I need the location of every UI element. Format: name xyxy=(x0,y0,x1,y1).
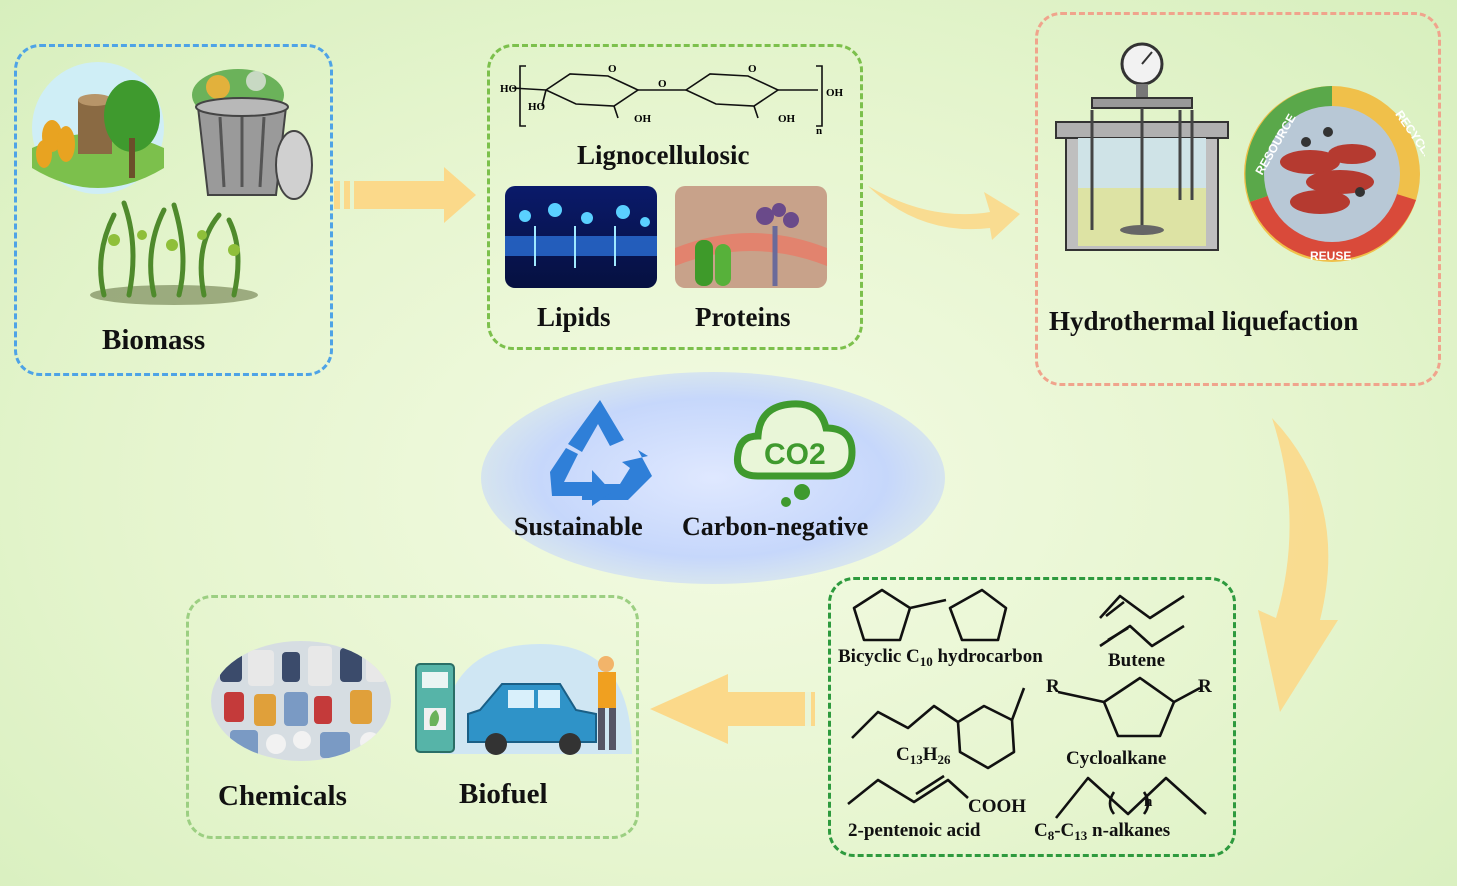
outputs-box xyxy=(186,595,639,839)
r-label-right: R xyxy=(1198,676,1212,697)
o-label-1: O xyxy=(658,78,667,90)
seaweed-illustration xyxy=(90,200,258,305)
cellulose-structure: HO HO OH O O O OH OH n xyxy=(500,63,844,137)
chemicals-label: Chemicals xyxy=(218,780,347,812)
alkanes-post: n-alkanes xyxy=(1087,820,1171,841)
alkanes-sub1: 8 xyxy=(1047,828,1055,843)
biofuel-illustration xyxy=(415,644,632,755)
reactor-illustration xyxy=(1055,42,1229,251)
biomass-box xyxy=(14,44,333,376)
proteins-label: Proteins xyxy=(695,302,791,332)
bicyclic-label: Bicyclic C10 hydrocarbon xyxy=(838,646,1043,670)
product-structures xyxy=(847,588,1207,819)
waste-bin-illustration xyxy=(192,69,313,200)
r-label-left: R xyxy=(1046,676,1060,697)
bicyclic-text-pre: Bicyclic C xyxy=(838,646,920,667)
feedstock-box xyxy=(487,44,863,350)
pentenoic-chain xyxy=(847,778,969,806)
co2-cloud-icon: CO2 xyxy=(733,400,856,507)
alkanes-pre: C xyxy=(1034,820,1048,841)
butene-label: Butene xyxy=(1108,650,1165,671)
oh-label-3: OH xyxy=(826,87,844,99)
oh-label-2: OH xyxy=(778,113,796,125)
recycle-ring-illustration: RESOURCE RECYCLE REUSE xyxy=(1244,86,1425,263)
ho-label-1: HO xyxy=(500,83,518,95)
biofuel-label: Biofuel xyxy=(459,778,548,810)
products-box xyxy=(828,577,1236,857)
arrow-htl-to-products xyxy=(1258,418,1338,712)
c13h26-chain xyxy=(851,704,959,739)
n-sub-label: n xyxy=(1144,794,1153,810)
pentenoic-label: 2-pentenoic acid xyxy=(848,820,981,841)
plants-illustration xyxy=(32,62,164,194)
alkane-chain xyxy=(1054,776,1207,819)
sustainable-label: Sustainable xyxy=(514,512,643,541)
n-label: n xyxy=(816,125,822,137)
ring-reuse-text: REUSE xyxy=(1310,249,1351,263)
cycloalkane-label: Cycloalkane xyxy=(1066,748,1167,769)
oh-label-1: OH xyxy=(634,113,652,125)
bicyclic-sub: 10 xyxy=(919,654,933,669)
co2-text: CO2 xyxy=(764,438,826,471)
c13h26-ring xyxy=(956,704,1016,770)
htl-label: Hydrothermal liquefaction xyxy=(1049,306,1359,336)
carbon-negative-label: Carbon-negative xyxy=(682,512,869,541)
alkanes-label: C8-C13 n-alkanes xyxy=(1034,820,1170,844)
c13h26-sub1: 13 xyxy=(909,752,923,767)
alkanes-sub2: 13 xyxy=(1074,828,1088,843)
c13h26-label: C13H26 xyxy=(896,744,951,768)
proteins-illustration xyxy=(675,186,827,288)
o-label-3: O xyxy=(748,63,757,75)
ho-label-2: HO xyxy=(528,101,546,113)
bicyclic-ring-right xyxy=(948,588,1008,642)
lipids-illustration xyxy=(505,186,657,288)
lignocellulosic-label: Lignocellulosic xyxy=(577,140,750,170)
htl-box xyxy=(1035,12,1441,386)
o-label-2: O xyxy=(608,63,617,75)
biomass-label: Biomass xyxy=(102,324,206,356)
recycle-icon xyxy=(550,400,652,506)
c13h26-mid: H xyxy=(922,744,938,765)
cooh-label: COOH xyxy=(968,796,1027,817)
lipids-label: Lipids xyxy=(537,302,611,332)
bicyclic-text-post: hydrocarbon xyxy=(932,646,1043,667)
bicyclic-ring-left xyxy=(852,588,912,642)
butene-1 xyxy=(1099,594,1185,620)
arrow-biomass-to-feedstock xyxy=(334,167,476,223)
alkanes-mid: -C xyxy=(1054,820,1075,841)
c13h26-sub2: 26 xyxy=(937,752,951,767)
cycloalkane-ring xyxy=(1102,676,1176,738)
arrow-feedstock-to-htl xyxy=(868,186,1020,240)
c13h26-pre: C xyxy=(896,744,910,765)
arrow-products-to-outputs xyxy=(650,674,815,744)
chemicals-illustration xyxy=(211,641,391,761)
